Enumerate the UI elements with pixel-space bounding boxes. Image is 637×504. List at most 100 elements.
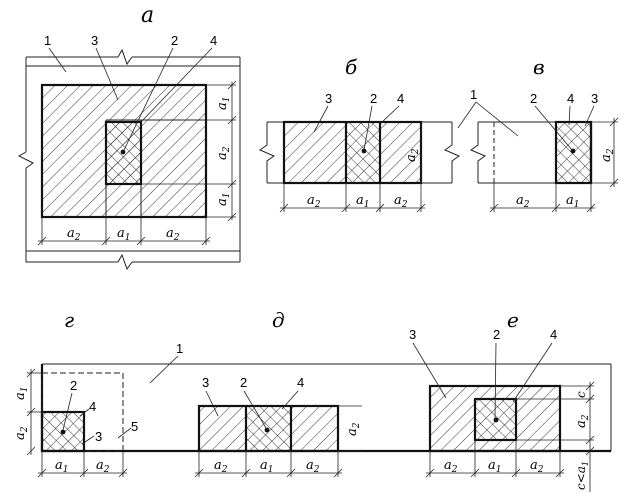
panel-a-hdim-a2-right: a2 [166,226,180,243]
panel-d-leader-4 [281,390,299,410]
panel-e-hdim-tick1 [425,468,435,478]
panel-e-label-2: 2 [493,327,500,342]
panel-a-zone-3-outline [40,83,208,219]
panel-d-hdim-tick2 [241,468,251,478]
panel-d-load-point [264,427,270,433]
panel-v-hdim-a2: a2 [516,193,530,210]
panel-b-hdim-tick2 [341,203,351,213]
svg-text:a2: a2 [345,422,362,436]
svg-text:a1: a1 [215,97,232,111]
panel-a-hdim-tick4 [201,236,211,246]
panel-g-vdim-a2: a2 [13,426,30,440]
panel-e-vdim-tick4 [585,446,595,456]
panel-d-leader-2 [243,390,267,429]
panel-g-leader-2 [62,392,73,431]
svg-text:c: c [574,391,588,398]
panel-d-vdim-a2: a2 [345,422,362,436]
panel-g-leader-3 [81,435,95,445]
panel-d-label-2: 2 [240,375,247,390]
panel-b-label-2: 2 [370,91,377,106]
panel-g-hdim-tick1 [37,468,47,478]
panel-g-vdim-a1: a1 [13,387,30,401]
slab-label-1: 1 [176,341,183,356]
panel-v-title: в [533,55,545,79]
panel-a-leader-4 [140,47,213,123]
panel-e-hdim-a2-right: a2 [530,458,544,475]
panel-a: а 1 3 2 4 [17,3,241,271]
panel-e-leader-4 [512,342,553,403]
panel-v-hdim-tick2 [551,203,561,213]
panel-e-vdim-c-lt-a1: c<a1 [574,461,590,490]
panel-d-title: д [272,308,285,332]
panel-e-title: е [507,308,519,332]
bottom-row: г д е 1 2 4 3 5 a1 a2 [13,308,612,492]
panel-v-label-3: 3 [591,91,598,106]
panel-e-vdim-a2: a2 [574,414,591,428]
panel-b-hdim-a1: a1 [356,193,370,210]
panel-g-hdim-tick3 [118,468,128,478]
panel-a-vdim-tick1 [227,80,237,90]
panel-e-hdim-a1: a1 [488,458,502,475]
panel-a-vdim-tick3 [227,179,237,189]
panel-a-leader-3 [95,47,119,101]
panel-a-vdim-a1-bottom: a1 [215,193,232,207]
panel-d-zone-3-outline [197,404,340,453]
panel-v-leader-3 [584,105,595,127]
panel-e-zone-3-outline [428,384,562,453]
panel-g-load-point [60,429,66,435]
panel-g-column-outline [40,410,86,453]
panel-a-column-outline [104,120,143,186]
panel-a-load-point [120,149,126,155]
panel-b-leader-3 [313,105,329,133]
panel-d-hdim-tick3 [286,468,296,478]
panel-a-label-4: 4 [210,33,217,48]
panel-e-hdim-tick3 [511,468,521,478]
panel-g-hdim-tick2 [79,468,89,478]
panel-g-vdim-tick3 [26,446,36,456]
panel-g-title: г [64,308,74,332]
panel-d-hdim-a2-right: a2 [306,458,320,475]
svg-text:c<a1: c<a1 [574,461,590,490]
panel-v-hdim-tick1 [489,203,499,213]
panel-e-label-4: 4 [550,327,557,342]
panel-v-leader-1b [475,101,519,137]
panel-b: б 3 2 4 a2 a2 a1 a2 [258,55,461,213]
panel-e-load-point [493,417,499,423]
panel-e-vdim-c: c [574,391,588,398]
panel-a-slab-outline [25,56,241,263]
panel-b-hdim-tick3 [375,203,385,213]
panel-v-hdim-tick3 [586,203,596,213]
panel-v-label-4: 4 [567,91,574,106]
panel-e-vdim-tick2 [585,394,595,404]
panel-d-hdim-tick4 [333,468,343,478]
svg-text:a1: a1 [215,193,232,207]
panel-v-vdim-tick1 [609,117,619,127]
panel-g-label-5: 5 [131,419,138,434]
panel-g-leader-5 [117,427,132,439]
panel-b-hdim-a2-right: a2 [394,193,408,210]
panel-a-break-top [117,48,133,66]
panel-a-leader-2 [123,47,174,151]
slab-leader-1 [149,355,179,384]
panel-b-leader-4 [379,105,400,125]
svg-text:a2: a2 [574,414,591,428]
panel-b-hdim-a2-left: a2 [307,193,321,210]
panel-b-leader-2 [363,105,373,151]
panel-b-label-4: 4 [397,91,404,106]
panel-b-hdim-tick1 [279,203,289,213]
panel-g-label-2: 2 [70,378,77,393]
panel-g-label-4: 4 [89,399,96,414]
panel-e-hdim-a2-left: a2 [444,458,458,475]
svg-text:a1: a1 [13,387,30,401]
panel-a-hdim-tick1 [37,236,47,246]
panel-b-load-point [361,148,367,154]
panel-b-break-right [443,122,461,183]
panel-e-hdim-tick4 [555,468,565,478]
panel-a-label-1: 1 [44,33,51,48]
panel-e-vdim-tick3 [585,435,595,445]
panel-b-label-3: 3 [325,91,332,106]
panel-v-leader-2 [534,105,573,151]
panel-a-vdim-tick4 [227,212,237,222]
panel-v-vdim-tick2 [609,178,619,188]
